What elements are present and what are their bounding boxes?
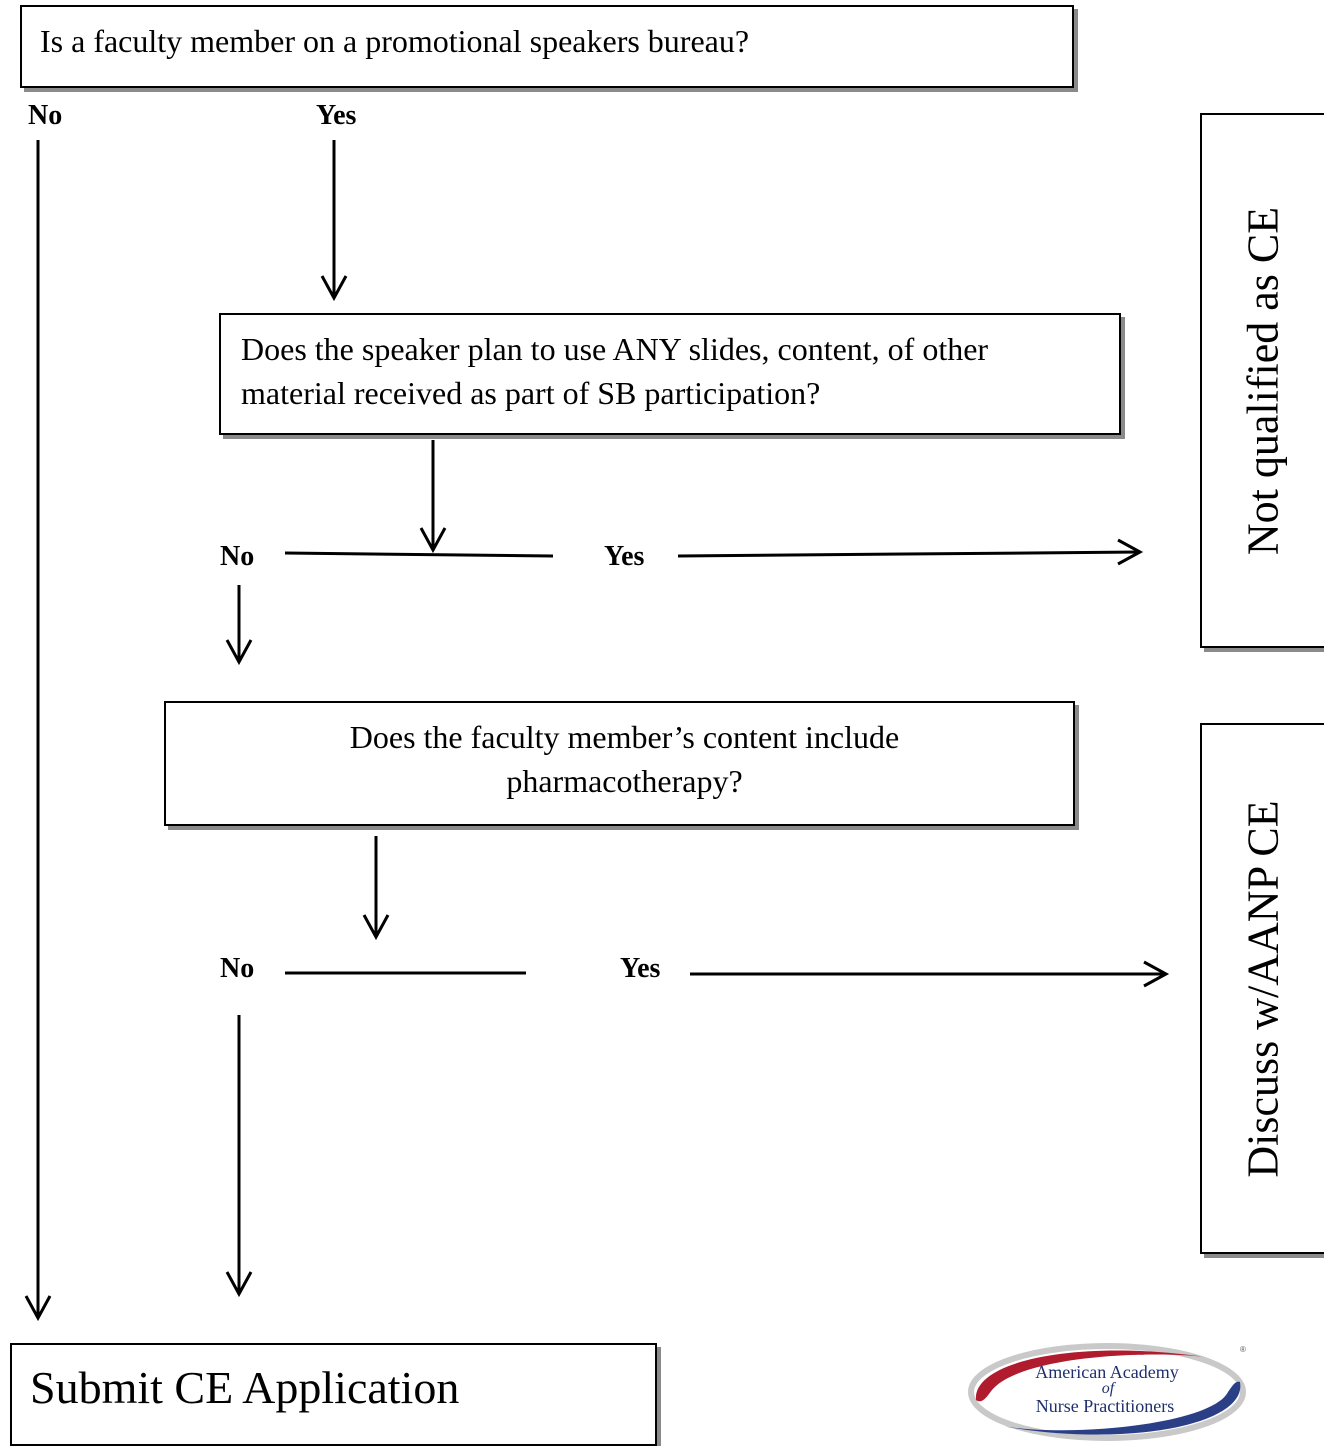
- submit-ce-application-text: Submit CE Application: [30, 1362, 460, 1413]
- question-slides-content-text: Does the speaker plan to use ANY slides,…: [241, 331, 989, 411]
- q1-no-label: No: [28, 100, 63, 131]
- logo-blue-swoosh: [1002, 1381, 1241, 1435]
- q3-yes-label: Yes: [620, 953, 661, 984]
- question-speakers-bureau-text: Is a faculty member on a promotional spe…: [40, 23, 750, 59]
- logo-line1: American Academy: [1035, 1362, 1178, 1382]
- logo-red-swoosh: [975, 1350, 1212, 1402]
- q2-yes-label: Yes: [604, 541, 645, 572]
- q3-no-label: No: [220, 953, 255, 984]
- not-qualified-text: Not qualified as CE: [1238, 206, 1288, 555]
- q2-no-label: No: [220, 541, 255, 572]
- logo-line3: Nurse Practitioners: [1036, 1396, 1174, 1416]
- q2-yes-arrow: [677, 550, 1141, 558]
- question-speakers-bureau-box: Is a faculty member on a promotional spe…: [20, 5, 1074, 88]
- logo-line2: of: [1102, 1380, 1117, 1397]
- svg-text:®: ®: [1240, 1345, 1246, 1354]
- question-slides-content-box: Does the speaker plan to use ANY slides,…: [219, 313, 1121, 435]
- submit-ce-application-box: Submit CE Application: [10, 1343, 657, 1446]
- discuss-aanp-text: Discuss w/AANP CE: [1238, 799, 1288, 1178]
- q2-decision-line: [284, 551, 554, 558]
- q1-yes-label: Yes: [316, 100, 357, 131]
- question-pharmacotherapy-text: Does the faculty member’s content includ…: [349, 719, 900, 799]
- not-qualified-box: Not qualified as CE: [1200, 113, 1324, 648]
- discuss-aanp-box: Discuss w/AANP CE: [1200, 723, 1324, 1254]
- aanp-logo: American Academy of Nurse Practitioners …: [968, 1343, 1246, 1441]
- question-pharmacotherapy-box: Does the faculty member’s content includ…: [164, 701, 1075, 826]
